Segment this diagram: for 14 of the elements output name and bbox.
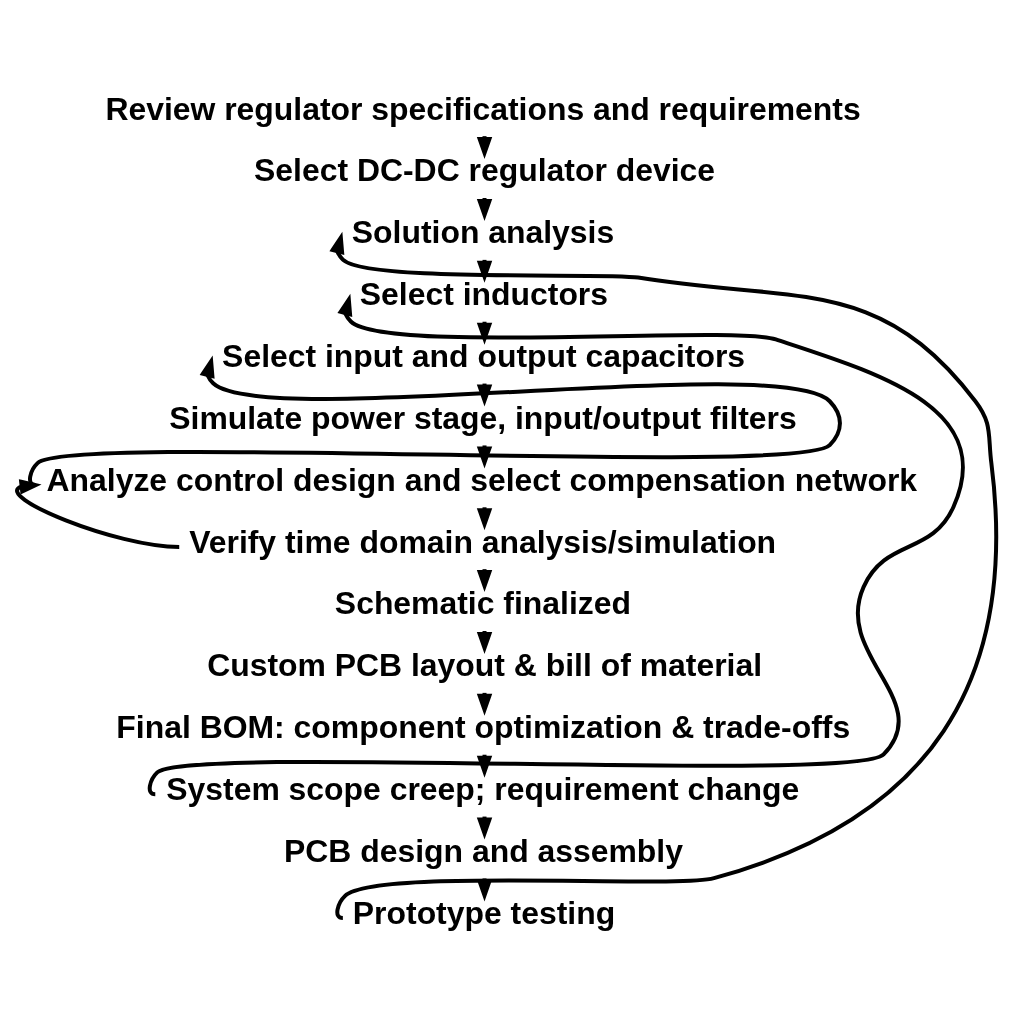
node-text: Custom PCB layout & bill of material <box>207 646 763 683</box>
node-text: Prototype testing <box>352 894 616 931</box>
node-text: Select inductors <box>359 275 609 312</box>
node-text: Solution analysis <box>351 213 615 250</box>
node-text: Review regulator specifications and requirements <box>105 90 861 127</box>
node-text: Analyze control design and select compensation network <box>46 461 918 498</box>
node-text: Select DC-DC regulator device <box>254 151 716 188</box>
node-text: Schematic finalized <box>334 584 631 621</box>
node-text: Select input and output capacitors <box>222 337 746 374</box>
node-text: Simulate power stage, input/output filters <box>169 399 797 436</box>
node-text: PCB design and assembly <box>283 832 683 869</box>
node-text: Verify time domain analysis/simulation <box>189 523 777 560</box>
node-text: Final BOM: component optimization & trade-offs <box>116 708 851 745</box>
node-text: System scope creep; requirement change <box>166 770 800 807</box>
